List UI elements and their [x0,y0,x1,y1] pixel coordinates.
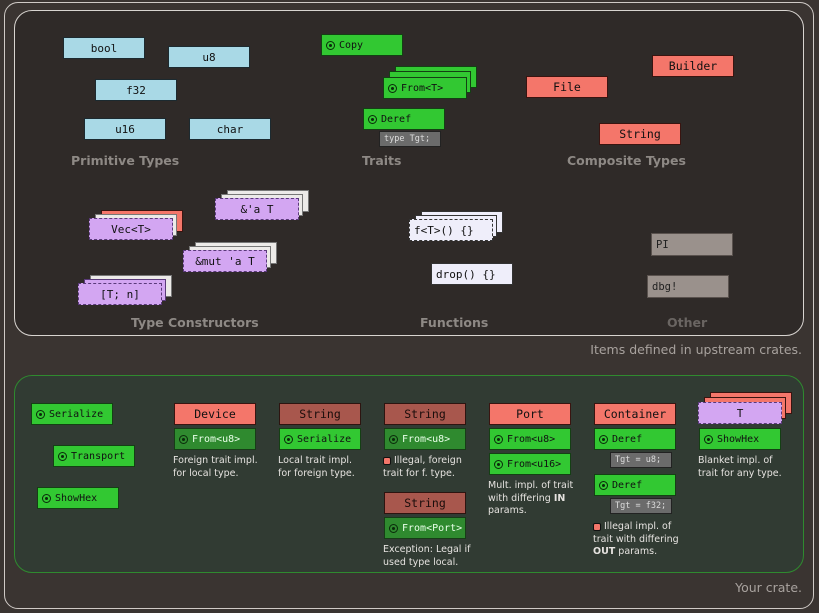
container-assoc-1: Tgt = u8; [610,452,672,468]
type-string-3[interactable]: String [384,492,466,514]
blanket-note: Blanket impl. of trait for any type. [698,455,782,479]
local-trait-serialize-label: Serialize [49,408,104,420]
trait-dot-icon [494,459,503,469]
port-note-b: IN [553,492,566,504]
label-composite-types: Composite Types [567,153,686,168]
other-const-pi[interactable]: PI [651,233,733,256]
string2-note: Illegal, foreign trait for f. type. [383,455,475,480]
trait-dot-icon [58,451,67,461]
trait-copy[interactable]: Copy [321,34,403,56]
container-note: Illegal impl. of trait with differing OU… [593,521,685,559]
function-drop[interactable]: drop() {} [431,263,513,285]
outer-frame [4,2,814,609]
container-impl-deref-1[interactable]: Deref [594,428,676,450]
container-impl-deref-2-label: Deref [612,479,643,491]
local-trait-showhex-label: ShowHex [55,492,98,504]
label-traits: Traits [362,153,402,168]
device-impl-from-label: From<u8> [192,433,241,445]
port-note-a: Mult. impl. of trait with differing [488,480,574,504]
primitive-f32[interactable]: f32 [95,79,177,101]
device-note: Foreign trait impl. for local type. [173,455,258,479]
type-device[interactable]: Device [174,403,256,425]
string-impl-from-port[interactable]: From<Port> [384,517,466,539]
port-impl-from-u8-label: From<u8> [507,433,556,445]
port-note-c: params. [488,505,527,516]
container-impl-deref-1-label: Deref [612,433,643,445]
other-macro-dbg[interactable]: dbg! [647,275,729,298]
blanket-impl-showhex-label: ShowHex [717,433,760,445]
blanket-impl-showhex[interactable]: ShowHex [699,428,781,450]
composite-builder[interactable]: Builder [652,55,734,77]
type-container[interactable]: Container [594,403,676,425]
string3-note: Exception: Legal if used type local. [383,544,471,568]
string-impl-from-u8-label: From<u8> [402,433,451,445]
local-trait-showhex[interactable]: ShowHex [37,487,119,509]
constructor-vec[interactable]: Vec<T> [89,218,173,240]
trait-dot-icon [284,434,293,444]
trait-dot-icon [389,434,398,444]
trait-dot-icon [389,523,398,533]
trait-dot-icon [388,83,397,93]
container-impl-deref-2[interactable]: Deref [594,474,676,496]
local-trait-transport[interactable]: Transport [53,445,135,467]
your-crate-caption: Your crate. [735,580,802,595]
constructor-array[interactable]: [T; n] [78,283,162,305]
trait-dot-icon [326,40,335,50]
string1-note: Local trait impl. for foreign type. [278,455,355,479]
primitive-bool[interactable]: bool [63,37,145,59]
trait-dot-icon [179,434,188,444]
trait-dot-icon [368,114,377,124]
string2-note-text: Illegal, foreign trait for f. type. [383,455,462,479]
type-port[interactable]: Port [489,403,571,425]
trait-deref[interactable]: Deref [363,108,445,130]
trait-copy-label: Copy [339,39,364,51]
primitive-u16[interactable]: u16 [84,118,166,140]
trait-dot-icon [42,493,51,503]
string-impl-serialize-label: Serialize [297,433,352,445]
function-generic[interactable]: f<T>() {} [409,219,493,241]
composite-file[interactable]: File [526,76,608,98]
trait-from-label: From<T> [401,82,444,94]
label-type-constructors: Type Constructors [131,315,259,330]
string-impl-from-port-label: From<Port> [402,522,463,534]
primitive-u8[interactable]: u8 [168,46,250,68]
local-trait-serialize[interactable]: Serialize [31,403,113,425]
container-note-c: params. [615,546,658,557]
trait-deref-label: Deref [381,113,412,125]
type-string-2[interactable]: String [384,403,466,425]
trait-from[interactable]: From<T> [383,77,467,99]
type-blanket-t[interactable]: T [698,402,782,424]
container-note-b: OUT [593,546,616,557]
port-note: Mult. impl. of trait with differing IN p… [488,480,578,518]
string-impl-serialize[interactable]: Serialize [279,428,361,450]
label-other: Other [667,315,708,330]
label-primitive-types: Primitive Types [71,153,180,168]
upstream-caption: Items defined in upstream crates. [590,342,802,357]
string-impl-from-u8[interactable]: From<u8> [384,428,466,450]
local-trait-transport-label: Transport [71,450,126,462]
illegal-marker-icon [593,522,601,531]
trait-dot-icon [36,409,45,419]
container-assoc-2: Tgt = f32; [610,498,672,514]
port-impl-from-u8[interactable]: From<u8> [489,428,571,450]
illegal-marker-icon [383,456,391,465]
device-impl-from[interactable]: From<u8> [174,428,256,450]
port-impl-from-u16-label: From<u16> [507,458,562,470]
port-impl-from-u16[interactable]: From<u16> [489,453,571,475]
trait-dot-icon [599,480,608,490]
deref-assoc-type: type Tgt; [379,131,441,147]
primitive-char[interactable]: char [189,118,271,140]
constructor-mut-ref[interactable]: &mut 'a T [183,250,267,272]
label-functions: Functions [420,315,489,330]
type-string-1[interactable]: String [279,403,361,425]
trait-dot-icon [494,434,503,444]
constructor-ref[interactable]: &'a T [215,198,299,220]
container-note-a: Illegal impl. of trait with differing [593,521,679,545]
composite-string[interactable]: String [599,123,681,145]
trait-dot-icon [599,434,608,444]
trait-dot-icon [704,434,713,444]
